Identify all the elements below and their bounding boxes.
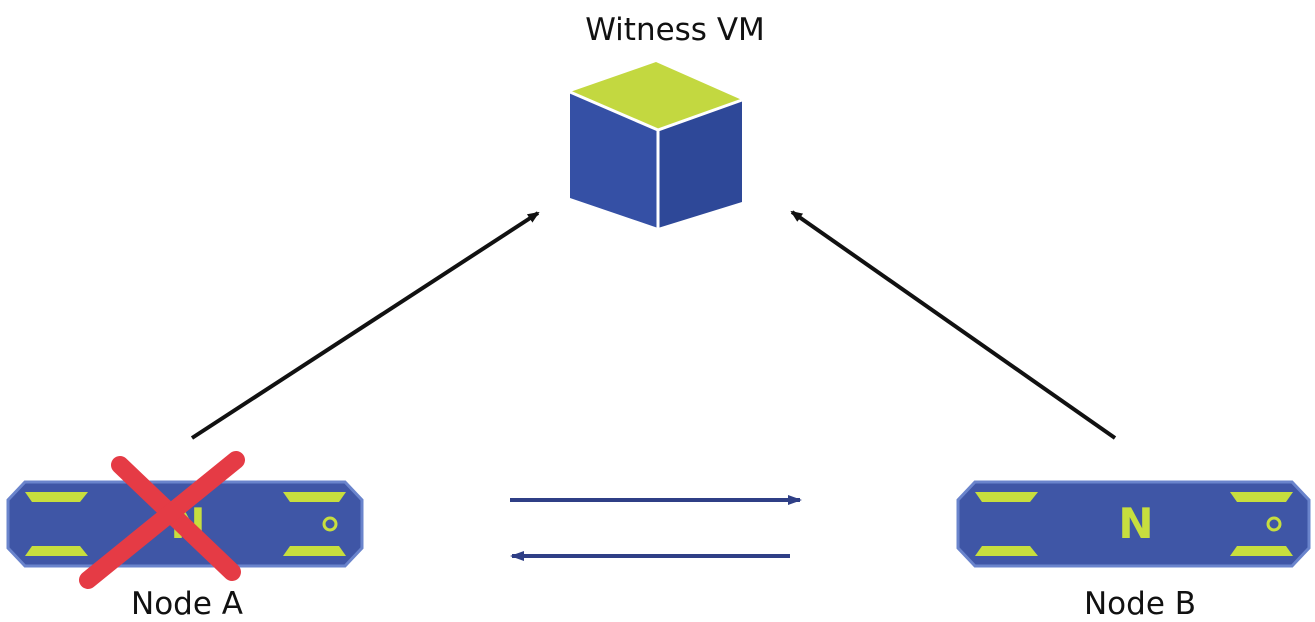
- node-a-to-witness-arrow: [190, 211, 540, 440]
- node-a-server-icon: N: [6, 480, 364, 568]
- failure-x-icon: [79, 451, 245, 589]
- node-b-label: Node B: [1084, 586, 1196, 622]
- node-b-logo-letter: N: [1118, 499, 1153, 548]
- node-b-to-witness-arrow: [790, 210, 1117, 440]
- node-a-label: Node A: [131, 586, 243, 622]
- node-a-status-light: [322, 516, 338, 532]
- witness-vm-label: Witness VM: [585, 12, 765, 48]
- node-b-server-icon: N: [956, 480, 1311, 568]
- node-b-status-light: [1266, 516, 1282, 532]
- cube-icon: [569, 62, 743, 228]
